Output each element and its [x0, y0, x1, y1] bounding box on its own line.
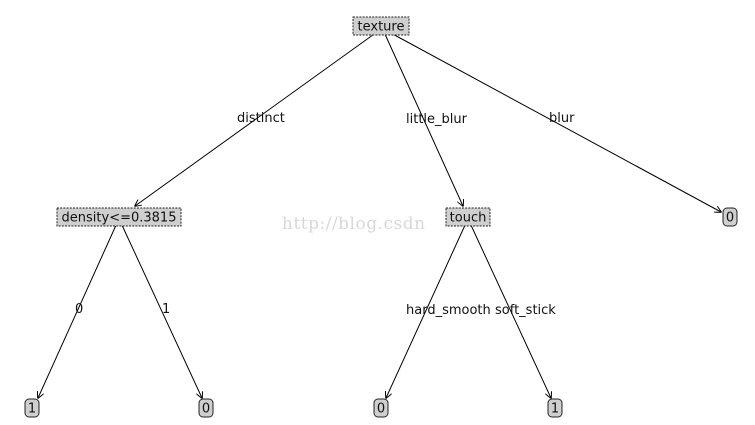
leaf-node-box: [198, 398, 214, 418]
leaf-node: 1: [547, 398, 563, 418]
watermark-text: http://blog.csdn: [282, 214, 426, 234]
decision-node-box: [56, 207, 182, 227]
edge-arrow: [135, 31, 378, 206]
edge-arrow: [38, 222, 118, 398]
nodes-layer: texture density<=0.3815 1 0 touch 0 1 0: [24, 16, 738, 418]
edge-label: 1: [162, 302, 170, 317]
leaf-node: 0: [198, 398, 214, 418]
edge-label: distinct: [237, 111, 285, 126]
leaf-node: 0: [373, 398, 389, 418]
decision-node-box: [352, 16, 410, 36]
leaf-node-box: [722, 207, 738, 227]
leaf-node-box: [373, 398, 389, 418]
edge-arrow: [469, 222, 551, 398]
leaf-node: 1: [24, 398, 40, 418]
decision-node-box: [445, 207, 491, 227]
edge-label: soft_stick: [495, 303, 556, 318]
edge-label: 0: [75, 302, 83, 317]
edge-arrow: [120, 222, 202, 398]
decision-node-label: density<=0.3815: [62, 211, 177, 226]
leaf-node-label: 0: [377, 402, 385, 417]
decision-node-label: touch: [450, 211, 487, 226]
leaf-node: 0: [722, 207, 738, 227]
edge-arrow: [386, 222, 467, 398]
decision-node-label: texture: [358, 20, 405, 35]
edges-layer: distinct 0 1 little_blur hard_smooth soft_sti…: [38, 31, 721, 398]
edge-label: little_blur: [406, 112, 468, 127]
leaf-node-label: 1: [551, 402, 559, 417]
leaf-node-box: [24, 398, 40, 418]
edge-label: blur: [549, 111, 575, 126]
leaf-node-label: 0: [726, 211, 734, 226]
leaf-node-label: 0: [202, 402, 210, 417]
edge-label: hard_smooth: [406, 303, 491, 318]
leaf-node-box: [547, 398, 563, 418]
decision-node: density<=0.3815: [56, 207, 182, 227]
edge-arrow: [388, 31, 721, 212]
decision-node: touch: [445, 207, 491, 227]
decision-node: texture: [352, 16, 410, 36]
leaf-node-label: 1: [28, 402, 36, 417]
edge-arrow: [383, 31, 463, 206]
